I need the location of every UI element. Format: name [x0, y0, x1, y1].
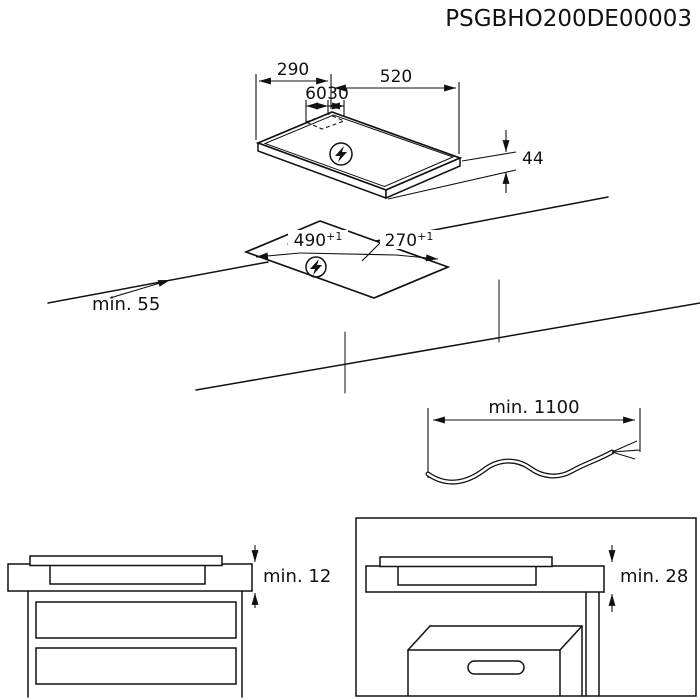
ref-line-hob-top — [461, 151, 517, 162]
mains-cable — [425, 449, 615, 485]
dim-label-hob-width: 290 — [277, 60, 309, 80]
dim-label-cutout-width: 270+1 — [385, 230, 434, 251]
oven-clearance-label: min. 28 — [620, 566, 688, 587]
ref-line-hob-bottom — [387, 169, 517, 200]
dim-label-hob-height: 44 — [522, 149, 544, 169]
front-clearance-label: min. 55 — [92, 294, 160, 315]
dim-label-box-offset-b: 30 — [327, 84, 349, 104]
cabinet-front-edge — [195, 302, 700, 391]
worktop-cutout-view: 490+1 270+1 min. 55 — [47, 196, 700, 394]
hob-glass-edge — [263, 114, 455, 188]
model-number: PSGBHO200DE00003 — [445, 6, 692, 32]
mains-cable-view: min. 1100 — [425, 397, 641, 485]
lightning-bolt-icon — [310, 259, 322, 275]
lightning-bolt-icon — [335, 146, 347, 162]
label-mask — [288, 230, 348, 249]
dim-arrow-490-left — [255, 252, 301, 260]
oven-clearance-section: min. 28 — [355, 517, 697, 697]
hob-body-profile — [397, 565, 537, 586]
drawer-front — [35, 601, 237, 639]
hob-body-profile — [49, 564, 206, 585]
dim-arrow-270-right — [395, 254, 439, 262]
hob-glass-profile — [29, 555, 223, 567]
cable-wire-end — [611, 449, 641, 453]
oven-top-slant-right — [559, 625, 583, 651]
drawer-clearance-label: min. 12 — [263, 566, 331, 587]
mains-cable-core — [426, 450, 614, 484]
dim-line-cutout — [299, 252, 397, 256]
label-mask — [380, 230, 438, 249]
cable-wire-end — [611, 451, 636, 460]
hob-glass-profile — [379, 556, 553, 568]
drawer-clearance-section: min. 12 — [7, 545, 331, 698]
power-connection-circle — [305, 256, 327, 278]
cable-wire-end — [611, 440, 638, 453]
dim-label-cutout-length: 490+1 — [294, 230, 343, 251]
cable-length-label: min. 1100 — [488, 397, 579, 418]
junction-box-outline — [304, 113, 346, 130]
section-border — [355, 517, 697, 697]
front-clearance-arrow — [109, 279, 171, 299]
oven-top-slant-left — [407, 625, 431, 651]
power-connection-circle — [329, 142, 353, 166]
drawer-front — [35, 647, 237, 685]
hob-side-face-right — [385, 156, 461, 200]
dim-label-hob-depth: 520 — [380, 67, 412, 87]
dim-cross-tick — [361, 242, 381, 262]
dim-label-box-offset-a: 60 — [305, 84, 327, 104]
oven-handle — [467, 660, 525, 675]
hob-isometric-view: 290 520 60 30 44 — [255, 60, 544, 200]
